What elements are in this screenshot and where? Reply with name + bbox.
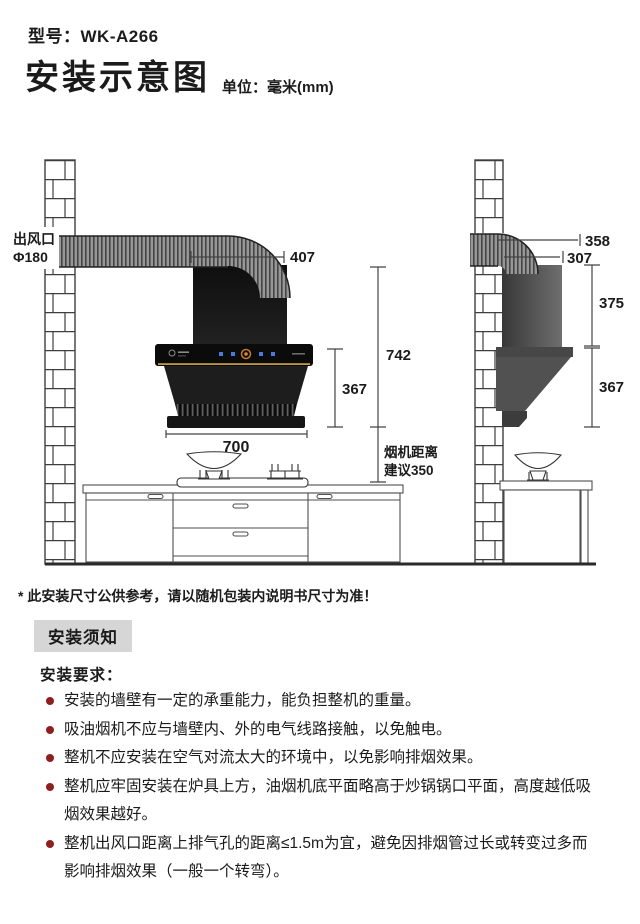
side-countertop xyxy=(499,480,593,491)
dim-358 xyxy=(497,234,581,246)
page-title: 安装示意图 xyxy=(25,59,210,97)
dim-358-label: 358 xyxy=(585,233,610,250)
side-wok-foot xyxy=(529,470,547,481)
outlet-label-bg xyxy=(10,227,59,269)
requirement-item: 整机应牢固安装在炉具上方，油烟机底平面略高于炒锅锅口平面，高度越低吸烟效果越好。 xyxy=(44,773,600,830)
duct-edges xyxy=(45,235,228,268)
requirement-item: 整机不应安装在空气对流太大的环境中，以免影响排烟效果。 xyxy=(44,744,600,773)
outlet-label: 出风口 Φ180 xyxy=(10,227,59,269)
wok-bowl xyxy=(185,451,243,469)
bullet-dot xyxy=(46,782,54,791)
dim-367-front xyxy=(327,348,343,428)
dim-407 xyxy=(190,251,285,263)
side-wok xyxy=(513,452,563,481)
installation-diagram: 出风口 Φ180 xyxy=(10,159,624,566)
drawer-handle xyxy=(232,503,249,509)
touch-button xyxy=(271,352,275,356)
model-value: WK-A266 xyxy=(80,27,159,46)
side-view: 358 307 375 367 xyxy=(470,159,624,565)
requirement-text: 安装的墙壁有一定的承重能力，能负担整机的重量。 xyxy=(64,692,421,709)
canopy-foot xyxy=(502,411,527,427)
requirement-text: 整机出风口距离上排气孔的距离≤1.5m为宜，避免因排烟管过长或转变过多而影响排烟… xyxy=(64,834,588,881)
touch-button xyxy=(231,352,235,356)
footnote: * 此安装尺寸公供参考，请以随机包装内说明书尺寸为准！ xyxy=(18,588,378,604)
hood-base-bar xyxy=(167,416,305,428)
bullet-dot xyxy=(46,839,54,848)
side-wok-bowl xyxy=(513,452,563,470)
exhaust-duct xyxy=(45,235,291,299)
requirements-label: 安装要求： xyxy=(40,667,123,684)
wok-foot xyxy=(205,470,223,480)
drawer-handle xyxy=(232,531,249,537)
cabinet-divisions xyxy=(86,493,400,562)
dim-367-front-label: 367 xyxy=(342,381,367,398)
requirement-text: 吸油烟机不应与墙壁内、外的电气线路接触，以免触电。 xyxy=(64,720,452,738)
bullet-dot xyxy=(46,754,54,762)
duct-elbow xyxy=(228,236,290,298)
requirement-item: 安装的墙壁有一定的承重能力，能负担整机的重量。 xyxy=(44,687,600,716)
duct-pipe xyxy=(45,236,228,267)
flue-cover-side xyxy=(502,265,562,347)
dim-307-label: 307 xyxy=(567,250,592,267)
right-burner-stand xyxy=(267,464,303,480)
dim-375-label: 375 xyxy=(599,295,624,312)
touch-buttons xyxy=(219,348,275,360)
side-cabinet-leg xyxy=(580,489,589,564)
installation-requirements-list: 安装的墙壁有一定的承重能力，能负担整机的重量。 吸油烟机不应与墙壁内、外的电气线… xyxy=(44,687,600,887)
model-label: 型号： xyxy=(28,27,81,46)
hood-side-profile xyxy=(496,265,573,427)
hood-control-panel xyxy=(155,344,313,366)
hood-lower-body xyxy=(164,366,308,404)
kitchen-cabinet-front xyxy=(82,484,404,563)
dim-367-side-label: 367 xyxy=(599,379,624,396)
requirement-item: 整机出风口距离上排气孔的距离≤1.5m为宜，避免因排烟管过长或转变过多而影响排烟… xyxy=(44,830,600,887)
bullet-dot xyxy=(46,697,54,705)
hood-distance-note-line2: 建议350 xyxy=(383,462,434,478)
dim-367-side xyxy=(584,347,600,428)
door-handle xyxy=(147,493,164,500)
canopy-slope xyxy=(496,357,571,411)
duct-elbow-edge xyxy=(227,235,291,299)
gas-stove xyxy=(176,451,309,488)
hood-grille xyxy=(175,404,297,416)
dim-742-label: 742 xyxy=(386,347,411,364)
side-cabinet-body xyxy=(503,489,581,564)
power-button xyxy=(244,352,248,356)
unit-label: 单位：毫米(mm) xyxy=(222,79,334,96)
model-line: 型号：WK-A266 xyxy=(28,22,159,47)
gold-trim-line xyxy=(158,363,310,365)
power-button-ring xyxy=(240,348,252,360)
dim-307 xyxy=(504,251,564,263)
outlet-label-line2: Φ180 xyxy=(13,249,48,265)
front-view: 出风口 Φ180 xyxy=(10,159,438,565)
notice-title: 安装须知 xyxy=(34,620,132,652)
requirement-text: 整机不应安装在空气对流太大的环境中，以免影响排烟效果。 xyxy=(64,749,483,766)
dim-700-label: 700 xyxy=(223,439,250,456)
dim-375 xyxy=(584,264,600,347)
door-handle xyxy=(316,493,333,500)
outlet-label-line1: 出风口 xyxy=(13,231,55,247)
side-cabinet xyxy=(499,480,593,564)
touch-button xyxy=(219,352,223,356)
front-wall-column xyxy=(44,159,76,565)
requirement-item: 吸油烟机不应与墙壁内、外的电气线路接触，以免触电。 xyxy=(44,716,600,745)
side-duct-elbow xyxy=(470,233,539,275)
hood-distance-note-line1: 烟机距离 xyxy=(384,444,438,460)
requirement-text: 整机应牢固安装在炉具上方，油烟机底平面略高于炒锅锅口平面，高度越低吸烟效果越好。 xyxy=(64,777,592,824)
panel-model-text xyxy=(292,353,305,355)
dim-700 xyxy=(165,430,308,438)
dim-742 xyxy=(370,266,386,483)
canopy-top-band xyxy=(496,347,573,357)
stove-base xyxy=(176,477,309,488)
bullet-dot xyxy=(46,725,54,734)
dim-407-label: 407 xyxy=(290,249,315,266)
touch-button xyxy=(259,352,263,356)
brand-logo xyxy=(168,349,189,357)
